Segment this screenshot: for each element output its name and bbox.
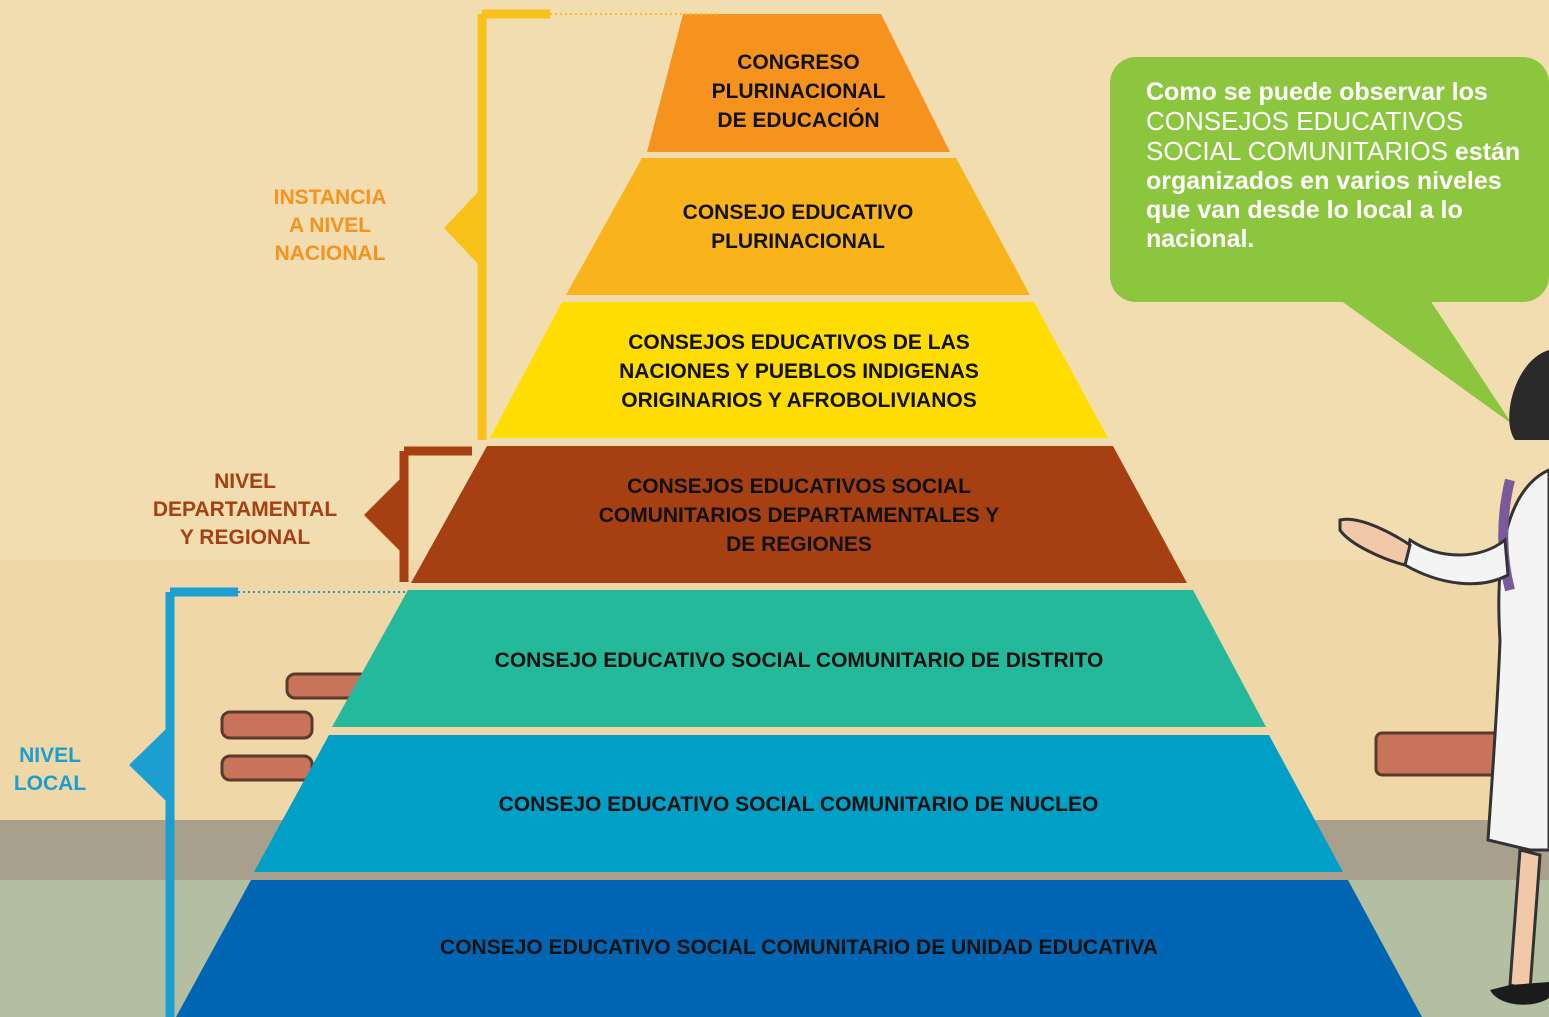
tier-3-shape — [490, 302, 1108, 438]
level-departmental-label: NIVEL DEPARTAMENTAL Y REGIONAL — [152, 470, 338, 549]
tier-1-label: CONGRESO PLURINACIONAL DE EDUCACIÓN — [711, 51, 886, 132]
tier-4-shape — [411, 446, 1187, 583]
national-bracket — [444, 9, 720, 440]
bubble-highlight: CONSEJOS EDUCATIVOS SOCIAL COMUNITARIOS — [1146, 106, 1464, 166]
tier-5-label: CONSEJO EDUCATIVO SOCIAL COMUNITARIO DE … — [494, 649, 1104, 672]
tier-1-shape — [647, 14, 950, 152]
tier-7-label: CONSEJO EDUCATIVO SOCIAL COMUNITARIO DE … — [440, 936, 1158, 959]
bubble-rest: están organizados en varios niveles que … — [1146, 138, 1521, 253]
speech-bubble — [1110, 57, 1549, 424]
level-local-label: NIVEL LOCAL — [13, 744, 87, 795]
tier-3-label: CONSEJOS EDUCATIVOS DE LAS NACIONES Y PU… — [619, 331, 979, 412]
tier-2-shape — [566, 158, 1030, 295]
tier-7-shape — [176, 880, 1422, 1017]
level-national-label: INSTANCIA A NIVEL NACIONAL — [273, 186, 387, 265]
bubble-intro: Como se puede observar los — [1146, 78, 1488, 106]
tier-4-label: CONSEJOS EDUCATIVOS SOCIAL COMUNITARIOS … — [598, 475, 1000, 556]
tier-5-shape — [332, 590, 1266, 727]
departmental-bracket — [364, 446, 472, 582]
tier-6-shape — [254, 735, 1343, 872]
local-bracket — [129, 587, 408, 1017]
teacher-figure — [1338, 350, 1549, 1005]
tier-6-label: CONSEJO EDUCATIVO SOCIAL COMUNITARIO DE … — [498, 793, 1099, 816]
tier-2-label: CONSEJO EDUCATIVO PLURINACIONAL — [682, 201, 914, 253]
speech-bubble-text: Como se puede observar los CONSEJOS EDUC… — [1146, 78, 1526, 254]
